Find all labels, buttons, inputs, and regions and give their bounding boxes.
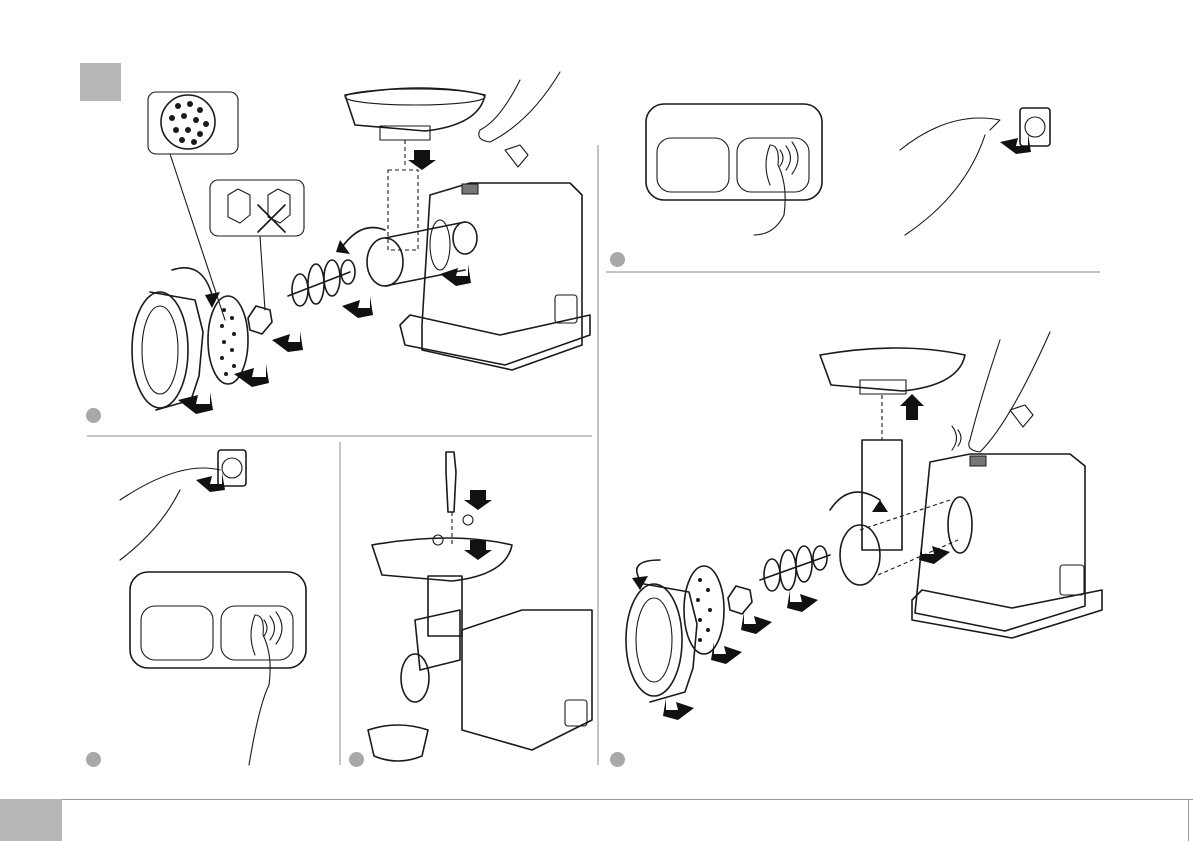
pusher	[446, 452, 456, 512]
footer-page-box	[0, 799, 62, 841]
assembly-illustration	[132, 72, 590, 414]
barrel	[840, 525, 880, 585]
control-panel	[130, 572, 306, 668]
hand-icon	[900, 118, 1000, 150]
panel-button-left	[657, 138, 729, 192]
motor-body	[915, 454, 1085, 631]
feed-tube	[862, 440, 902, 550]
panel-touch-illustration	[646, 104, 1050, 235]
hand-icon	[249, 615, 270, 765]
bowl	[368, 725, 428, 761]
control-panel	[646, 104, 822, 200]
footer-divider	[62, 799, 1193, 800]
disassembly-illustration	[626, 332, 1102, 720]
ring-nut	[401, 654, 429, 702]
auger	[288, 260, 355, 306]
panel-button-right	[221, 606, 293, 660]
footer-right-border	[1188, 799, 1189, 841]
rotate-arrow-icon	[172, 268, 212, 295]
ring-nut	[132, 292, 188, 408]
feed-tray	[372, 538, 512, 581]
instruction-illustration	[0, 0, 1193, 799]
plug-in-illustration	[120, 450, 306, 765]
feed-illustration	[368, 452, 592, 761]
knife	[728, 586, 752, 614]
feed-tray	[820, 348, 965, 391]
grate-plate	[208, 296, 248, 384]
ring-nut	[626, 584, 682, 696]
auger	[760, 546, 830, 591]
knife	[248, 306, 272, 334]
hand-icon	[969, 332, 1050, 452]
panel-button-left	[141, 606, 213, 660]
hand-icon	[479, 72, 560, 142]
motor-body	[462, 610, 592, 750]
hand-icon	[754, 145, 785, 235]
barrel	[367, 170, 477, 286]
grate-plate	[684, 566, 724, 654]
